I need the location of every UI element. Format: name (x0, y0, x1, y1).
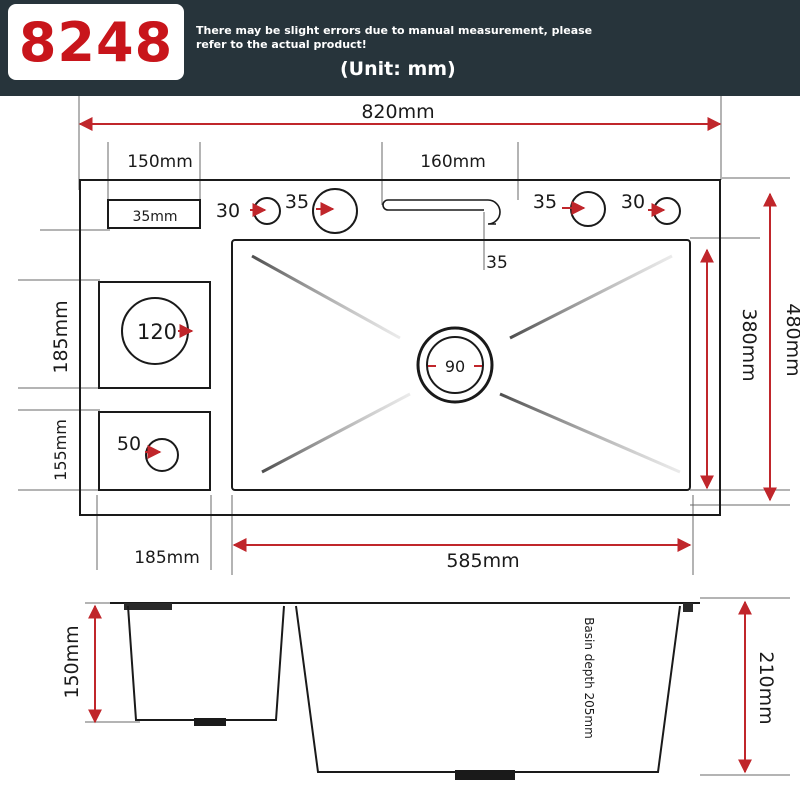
main-basin-outline (231, 239, 691, 491)
cutting-width-label: 150mm (127, 152, 193, 172)
main-drain-pipe (455, 770, 515, 780)
upper-side-basin (98, 281, 211, 389)
hole-4-label: 30 (621, 191, 645, 213)
side-drain-pipe (194, 718, 226, 726)
side-height-label: 150mm (61, 625, 83, 698)
main-basin-profile (295, 605, 681, 773)
sink-side-view (110, 602, 700, 780)
slot-offset-label: 35 (486, 253, 508, 273)
faucet-slot-label: 160mm (420, 152, 486, 172)
basin-width-label: 585mm (446, 550, 519, 572)
header-bar: 8248 There may be slight errors due to m… (0, 0, 800, 96)
sink-top-view (79, 179, 721, 516)
main-drain-inner (426, 336, 484, 394)
measurement-note: There may be slight errors due to manual… (196, 24, 593, 51)
side-basin-profile (127, 605, 285, 721)
hole-labels: 30 35 35 30 120 90 50 (117, 191, 645, 455)
tap-hole-2 (312, 188, 358, 234)
upper-drain-label: 120 (137, 320, 177, 344)
hole-2-label: 35 (285, 191, 309, 213)
basin-depth-label: 380mm (738, 308, 760, 381)
main-drain-label: 90 (445, 357, 465, 376)
lower-drain-label: 50 (117, 433, 141, 455)
side-width-label: 185mm (134, 548, 200, 568)
cutting-slot (107, 199, 201, 229)
cutting-slot-label: 35mm (132, 209, 177, 225)
sink-outer-outline (79, 179, 721, 516)
model-number: 8248 (18, 10, 174, 74)
basin-slope-lines (251, 254, 681, 474)
lower-square-label: 155mm (51, 419, 70, 481)
lower-drain (145, 438, 179, 472)
lower-side-basin (98, 411, 211, 491)
overall-width-label: 820mm (361, 101, 434, 123)
basin-depth-note: Basin depth 205mm (582, 617, 596, 739)
hole-1-label: 30 (216, 200, 240, 222)
dimension-labels: 820mm 150mm 35mm 160mm 35 585mm 185mm 18… (50, 101, 800, 739)
hole-3-label: 35 (533, 191, 557, 213)
unit-label: (Unit: mm) (340, 58, 456, 80)
main-height-label: 210mm (755, 651, 777, 724)
upper-square-label: 185mm (50, 300, 72, 373)
dimension-arrows (78, 117, 777, 774)
faucet-slot (388, 199, 501, 225)
main-drain-outer (416, 326, 494, 404)
overall-depth-label: 480mm (782, 303, 800, 376)
model-badge: 8248 (8, 4, 184, 80)
